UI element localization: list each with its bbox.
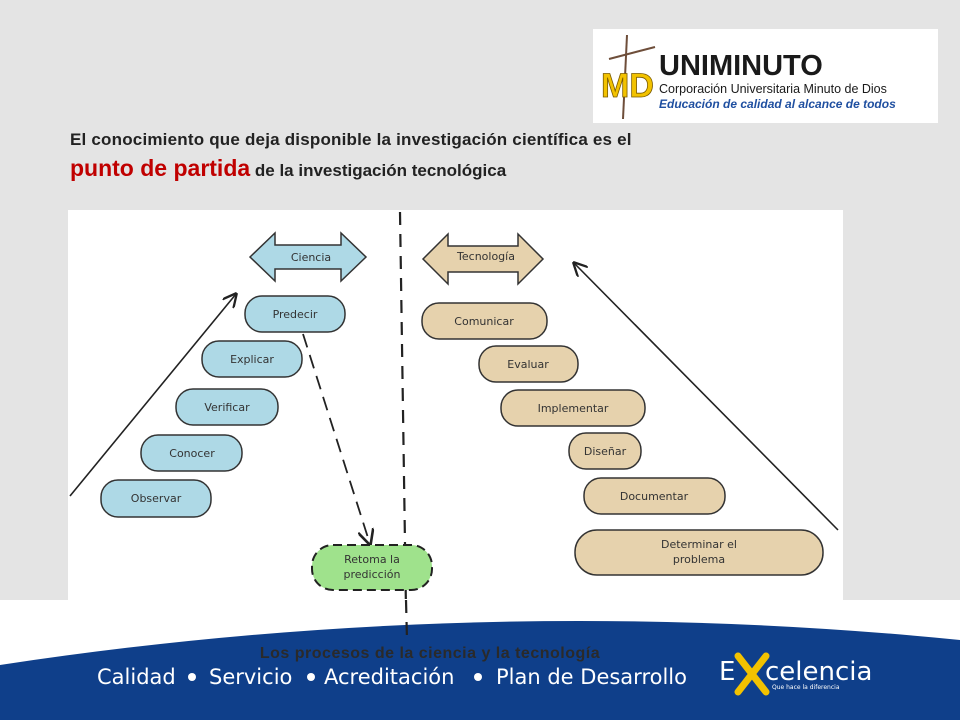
technology-step-last-line-2: problema xyxy=(673,553,725,566)
slogan-separator-dot xyxy=(307,673,315,681)
logo-cross-vertical xyxy=(622,34,628,120)
science-step-observar xyxy=(100,479,212,518)
science-step-label: Verificar xyxy=(204,401,250,414)
retoma-prediccion-node xyxy=(311,544,433,591)
technology-double-arrow xyxy=(421,232,545,286)
uniminuto-logo: MD UNIMINUTO Corporación Universitaria M… xyxy=(593,29,938,123)
science-arrow xyxy=(69,294,236,497)
technology-step-comunicar xyxy=(421,302,548,340)
heading-highlight: punto de partida xyxy=(70,155,251,181)
footer-blue-wave xyxy=(0,620,960,720)
science-technology-diagram: Ciencia Tecnología Predecir Explicar Ver… xyxy=(68,210,843,611)
slogan-separator-dot xyxy=(474,673,482,681)
logo-cross-horizontal xyxy=(608,46,656,60)
science-step-label: Conocer xyxy=(169,447,215,460)
logo-name: UNIMINUTO xyxy=(659,50,823,82)
technology-step-disenar xyxy=(568,432,642,470)
slogan-acreditacion: Acreditación xyxy=(324,665,454,689)
technology-step-label: Comunicar xyxy=(454,315,514,328)
divider-line xyxy=(398,211,408,611)
technology-step-last-line-1: Determinar el xyxy=(661,538,737,551)
science-step-label: Predecir xyxy=(273,308,318,321)
prediction-dashed-arrow xyxy=(302,333,370,544)
technology-step-documentar xyxy=(583,477,726,515)
heading: El conocimiento que deja disponible la i… xyxy=(70,128,830,187)
retoma-line-1: Retoma la xyxy=(344,553,400,566)
footer-band: Calidad Servicio Acreditación Plan de De… xyxy=(0,600,960,720)
science-title: Ciencia xyxy=(291,251,331,264)
technology-step-label: Evaluar xyxy=(507,358,549,371)
retoma-line-2: predicción xyxy=(344,568,401,581)
technology-step-implementar xyxy=(500,389,646,427)
heading-line-2: punto de partida de la investigación tec… xyxy=(70,152,830,187)
heading-line-1: El conocimiento que deja disponible la i… xyxy=(70,130,632,149)
science-step-conocer xyxy=(140,434,243,472)
science-double-arrow xyxy=(248,231,368,283)
technology-title: Tecnología xyxy=(456,250,515,263)
technology-step-evaluar xyxy=(478,345,579,383)
slogan-separator-dot xyxy=(188,673,196,681)
logo-tagline: Educación de calidad al alcance de todos xyxy=(659,97,896,111)
technology-arrow xyxy=(574,263,839,531)
excelencia-sub: Que hace la diferencia xyxy=(772,684,840,691)
technology-step-determinar-problema xyxy=(574,529,824,576)
slogan-calidad: Calidad xyxy=(97,665,176,689)
divider-line-footer xyxy=(404,600,409,641)
excelencia-rest: celencia xyxy=(765,657,872,687)
technology-step-label: Documentar xyxy=(620,490,689,503)
slogan-servicio: Servicio xyxy=(209,665,292,689)
logo-subtitle: Corporación Universitaria Minuto de Dios xyxy=(659,82,887,96)
heading-line-2-rest: de la investigación tecnológica xyxy=(250,161,507,180)
diagram-caption: Los procesos de la ciencia y la tecnolog… xyxy=(259,645,601,662)
science-step-label: Explicar xyxy=(230,353,274,366)
slogan-plan-desarrollo: Plan de Desarrollo xyxy=(496,665,687,689)
science-step-verificar xyxy=(175,388,279,426)
science-step-predecir xyxy=(244,295,346,333)
excelencia-e: E xyxy=(719,657,735,687)
science-step-label: Observar xyxy=(131,492,182,505)
technology-step-label: Implementar xyxy=(538,402,609,415)
excelencia-x-icon xyxy=(734,652,770,696)
logo-monogram: MD xyxy=(601,67,654,105)
science-step-explicar xyxy=(201,340,303,378)
technology-step-label: Diseñar xyxy=(584,445,627,458)
